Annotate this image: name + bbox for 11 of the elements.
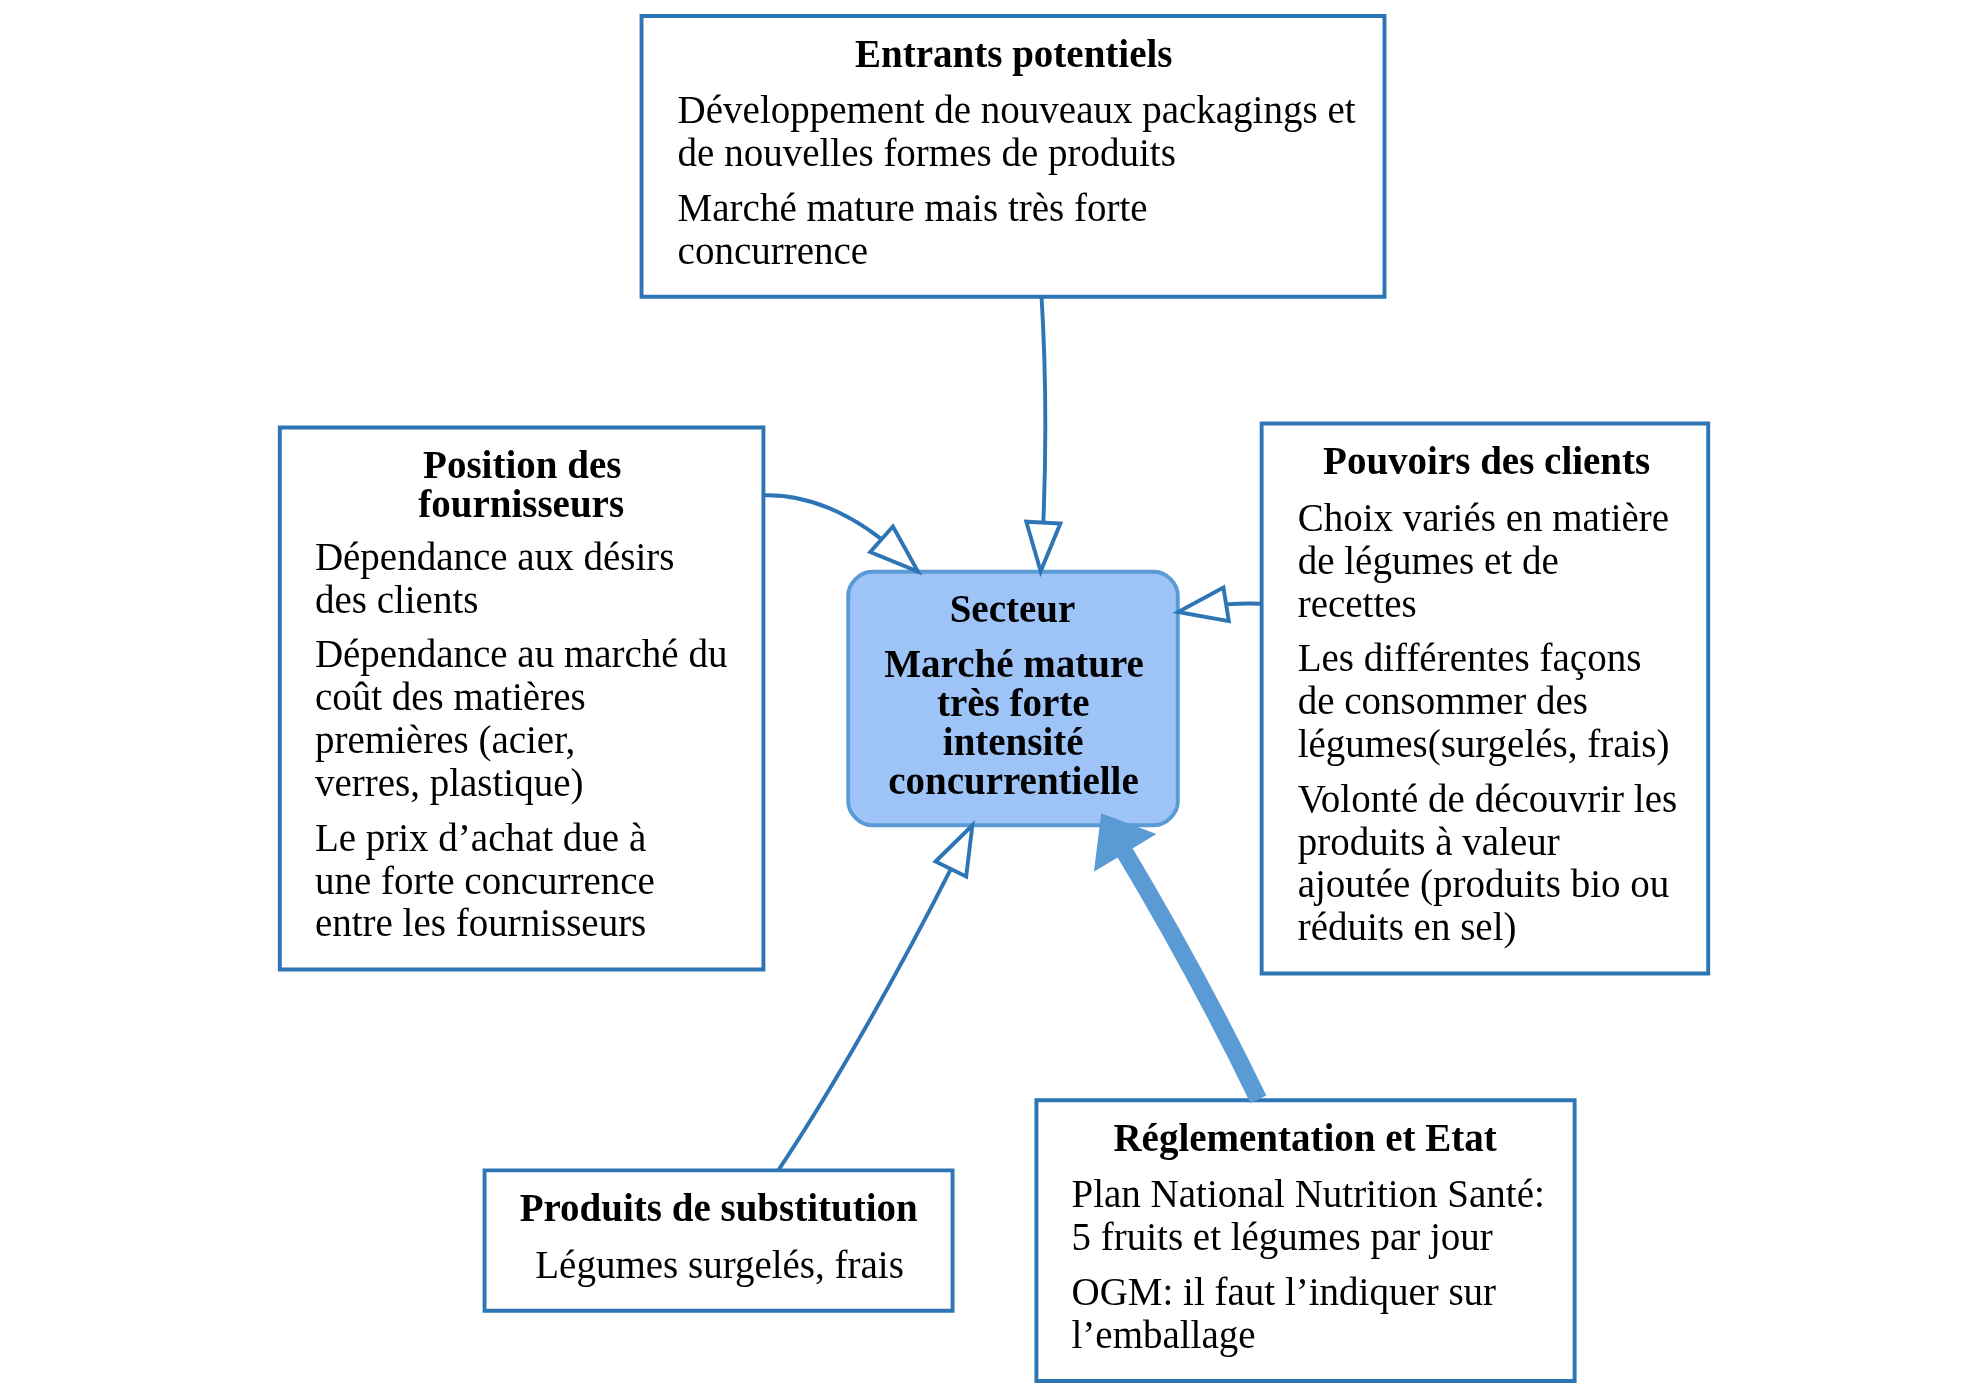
node-box: Secteur Marché mature très forte intensité concurrentielle xyxy=(846,569,1180,828)
node-box: Pouvoirs des clients Choix variés en matière de légumes et de recettes Les différentes façons de consommer des légumes(surgelés, frais) Volonté de découvrir les produits à valeur ajoutée (produits bio ou réduits en sel) xyxy=(1259,421,1711,976)
node-box: Entrants potentiels Développement de nouveaux packagings et de nouvelles formes de produits Marché mature mais très forte concurrence xyxy=(639,14,1387,299)
arrow xyxy=(1093,813,1267,1104)
arrow xyxy=(1172,584,1262,624)
arrow xyxy=(776,819,975,1172)
arrow xyxy=(1023,296,1064,578)
node-box: Position des fournisseurs Dépendance aux désirs des clients Dépendance au marché du coût des matières premières (acier, verres, plastique) Le prix d’achat due à une forte concurrence entre les fournisseurs xyxy=(277,425,766,972)
node-box: Produits de substitution Légumes surgelés, frais xyxy=(482,1168,955,1313)
arrow xyxy=(763,493,923,576)
node-box: Réglementation et Etat Plan National Nutrition Santé: 5 fruits et légumes par jour OGM: il faut l’indiquer sur l’emballage xyxy=(1034,1098,1577,1383)
